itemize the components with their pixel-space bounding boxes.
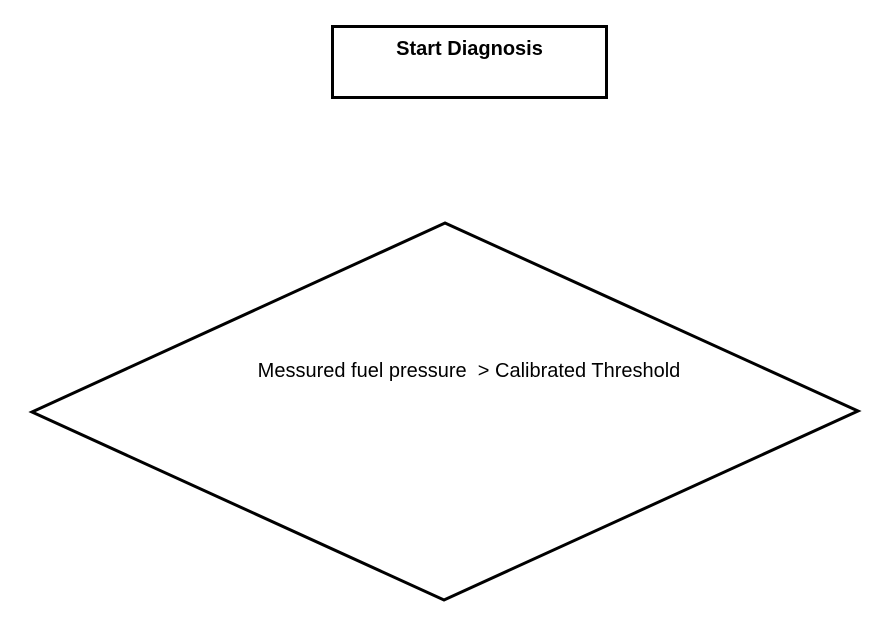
decision-node-label: Messured fuel pressure > Calibrated Thre… bbox=[257, 360, 681, 382]
start-diagnosis-node: Start Diagnosis bbox=[331, 25, 608, 99]
start-node-label: Start Diagnosis bbox=[396, 38, 543, 60]
